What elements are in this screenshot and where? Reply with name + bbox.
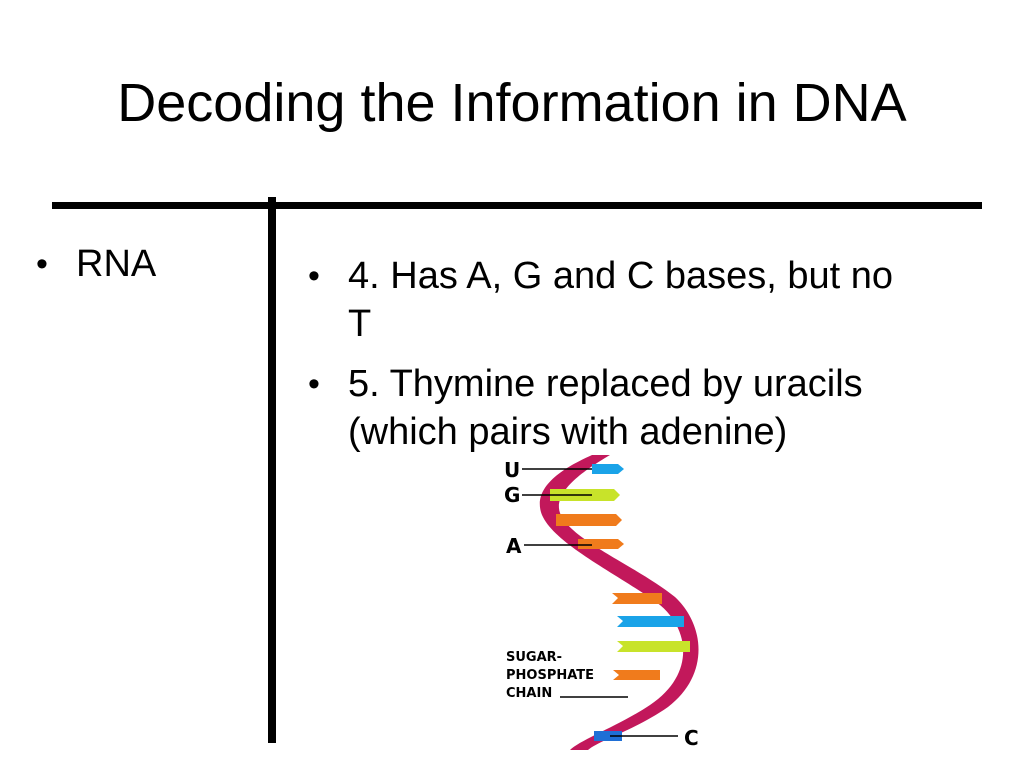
list-item-text: RNA <box>76 243 157 285</box>
slide-title: Decoding the Information in DNA <box>117 73 907 133</box>
horizontal-divider <box>52 202 982 209</box>
chain-label-line: SUGAR- <box>506 650 562 665</box>
bullet-icon: • <box>308 257 320 295</box>
list-item: • 4. Has A, G and C bases, but no T <box>308 252 908 348</box>
list-item-text: 5. Thymine replaced by uracils (which pa… <box>348 363 863 453</box>
uracil-base-bar <box>592 464 624 474</box>
cytosine-base-bar <box>594 731 622 741</box>
list-item: • 5. Thymine replaced by uracils (which … <box>308 360 908 456</box>
bullet-icon: • <box>308 365 320 403</box>
adenine-base-bar <box>578 539 624 549</box>
adenine-label: A <box>506 534 522 558</box>
bullet-icon: • <box>36 245 48 283</box>
rna-strand-diagram: U G A C SUGAR- PHOSPHATE CHAIN <box>504 455 699 750</box>
adenine-base-bar <box>612 593 662 604</box>
uracil-label: U <box>504 458 520 482</box>
chain-label-line: CHAIN <box>506 686 552 701</box>
list-item: • RNA <box>36 240 256 288</box>
guanine-label: G <box>504 483 520 507</box>
cytosine-label: C <box>684 726 699 750</box>
sugar-phosphate-strand <box>539 455 699 750</box>
uracil-base-bar <box>617 616 684 627</box>
adenine-base-bar <box>556 514 622 526</box>
vertical-divider <box>268 197 276 743</box>
left-column-list: • RNA <box>36 240 256 300</box>
adenine-base-bar <box>613 670 660 680</box>
chain-label-line: PHOSPHATE <box>506 668 594 683</box>
right-column-list: • 4. Has A, G and C bases, but no T • 5.… <box>308 252 908 468</box>
list-item-text: 4. Has A, G and C bases, but no T <box>348 255 893 345</box>
guanine-base-bar <box>617 641 690 652</box>
